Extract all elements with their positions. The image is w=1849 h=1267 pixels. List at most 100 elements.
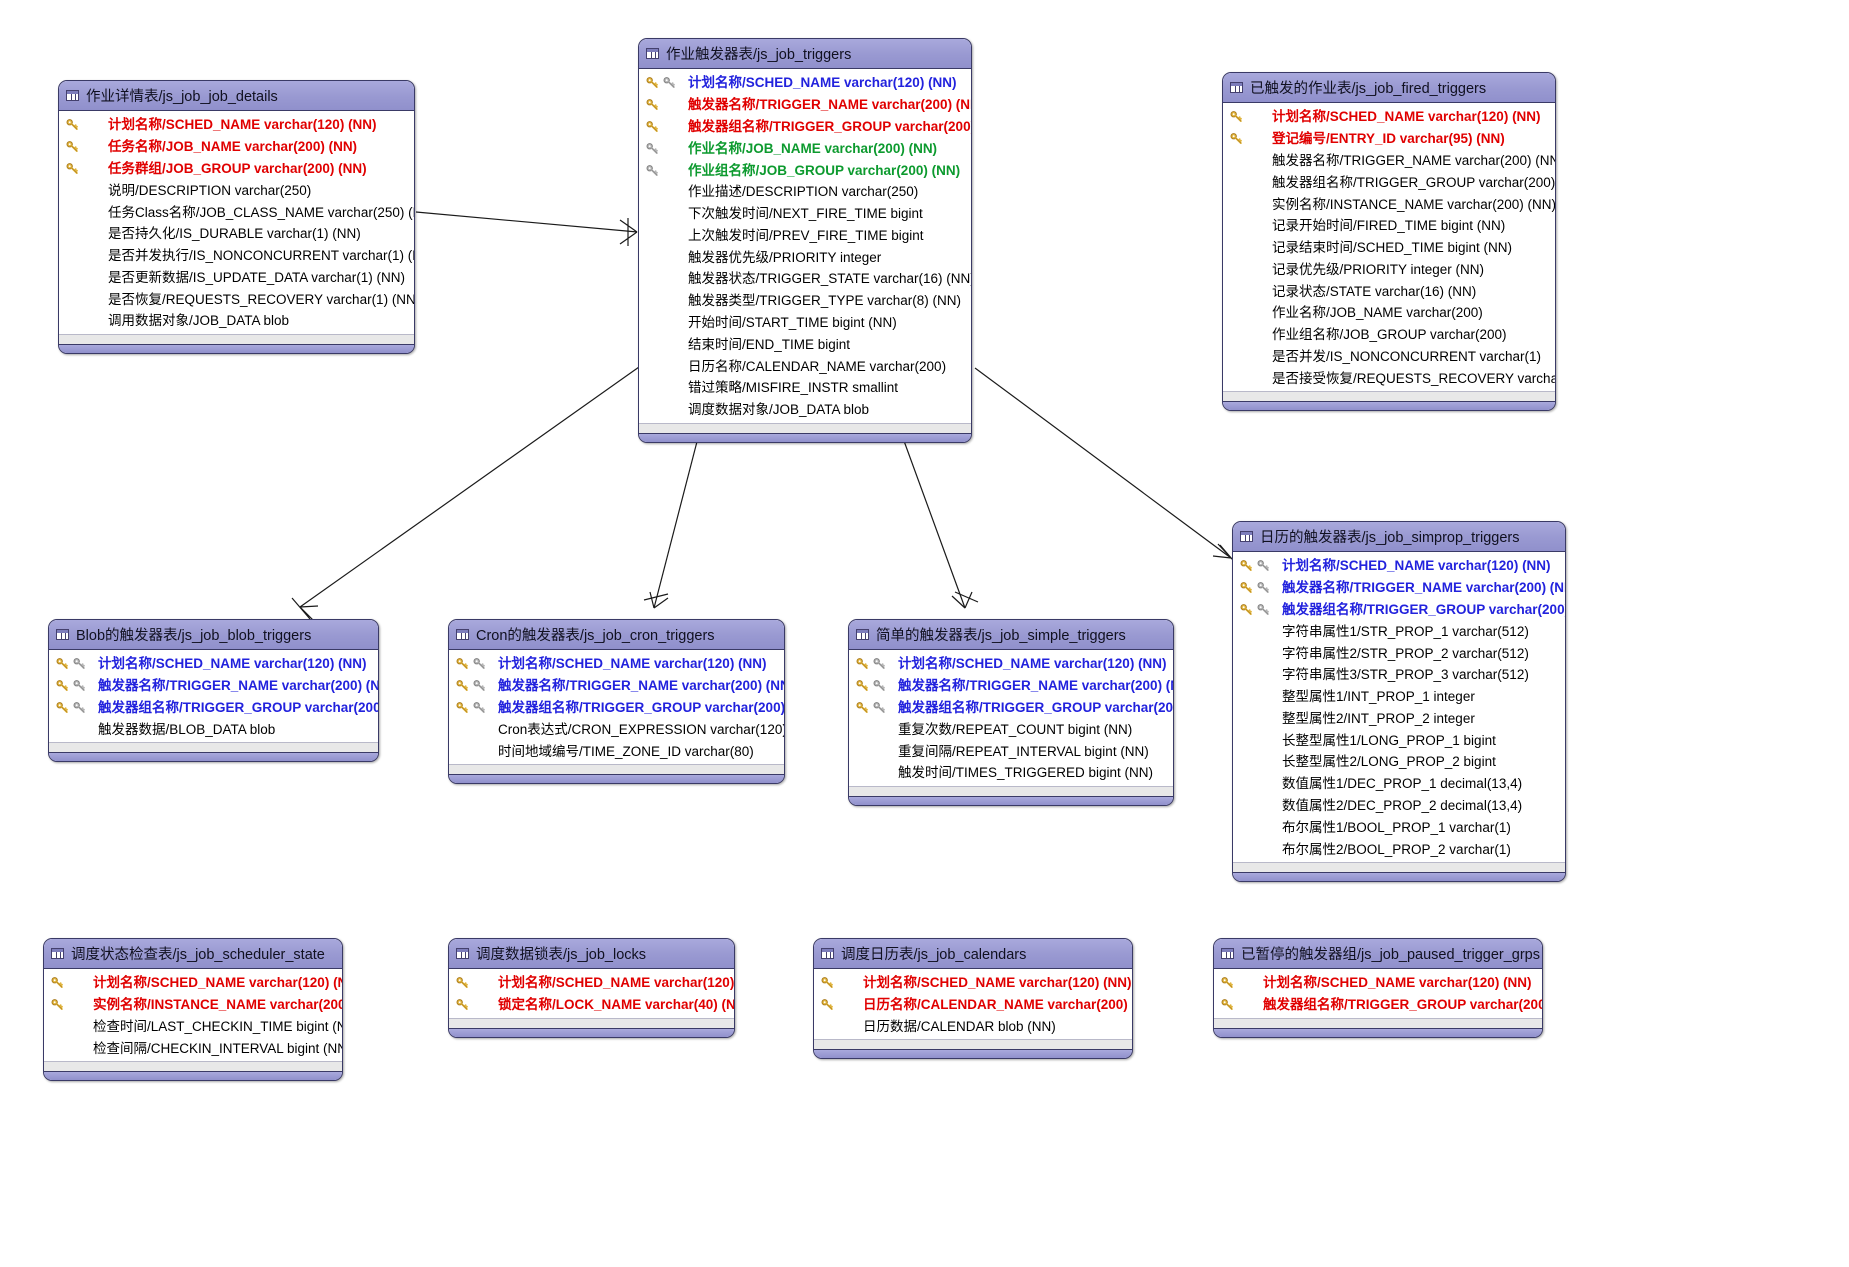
attribute-row[interactable]: 任务Class名称/JOB_CLASS_NAME varchar(250) (N… xyxy=(59,201,414,223)
attribute-row[interactable]: 数值属性2/DEC_PROP_2 decimal(13,4) xyxy=(1233,795,1565,817)
attribute-row[interactable]: 计划名称/SCHED_NAME varchar(120) (NN) xyxy=(449,653,784,675)
attribute-row[interactable]: 布尔属性2/BOOL_PROP_2 varchar(1) xyxy=(1233,838,1565,860)
attribute-row[interactable]: 长整型属性2/LONG_PROP_2 bigint xyxy=(1233,751,1565,773)
attribute-row[interactable]: 计划名称/SCHED_NAME varchar(120) (NN) xyxy=(1233,555,1565,577)
attribute-row[interactable]: 触发器组名称/TRIGGER_GROUP varchar(200) (NN) xyxy=(639,116,971,138)
attribute-row[interactable]: 是否并发执行/IS_NONCONCURRENT varchar(1) (NN) xyxy=(59,245,414,267)
attribute-row[interactable]: 检查时间/LAST_CHECKIN_TIME bigint (NN) xyxy=(44,1016,342,1038)
attribute-row[interactable]: 实例名称/INSTANCE_NAME varchar(200) (NN) xyxy=(44,994,342,1016)
attribute-row[interactable]: 记录状态/STATE varchar(16) (NN) xyxy=(1223,280,1555,302)
attribute-row[interactable]: 触发器组名称/TRIGGER_GROUP varchar(200) (NN) xyxy=(449,697,784,719)
attribute-row[interactable]: 触发器名称/TRIGGER_NAME varchar(200) (NN) xyxy=(639,94,971,116)
attribute-row[interactable]: 整型属性1/INT_PROP_1 integer xyxy=(1233,686,1565,708)
attribute-row[interactable]: 触发器组名称/TRIGGER_GROUP varchar(200) (NN) xyxy=(1223,171,1555,193)
attribute-row[interactable]: 上次触发时间/PREV_FIRE_TIME bigint xyxy=(639,224,971,246)
attribute-row[interactable]: 字符串属性1/STR_PROP_1 varchar(512) xyxy=(1233,620,1565,642)
attribute-row[interactable]: 作业名称/JOB_NAME varchar(200) xyxy=(1223,302,1555,324)
attribute-row[interactable]: 字符串属性3/STR_PROP_3 varchar(512) xyxy=(1233,664,1565,686)
attribute-row[interactable]: 触发器类型/TRIGGER_TYPE varchar(8) (NN) xyxy=(639,290,971,312)
attribute-row[interactable]: 结束时间/END_TIME bigint xyxy=(639,333,971,355)
attribute-row[interactable]: 登记编号/ENTRY_ID varchar(95) (NN) xyxy=(1223,128,1555,150)
attribute-row[interactable]: 长整型属性1/LONG_PROP_1 bigint xyxy=(1233,729,1565,751)
attribute-row[interactable]: 任务群组/JOB_GROUP varchar(200) (NN) xyxy=(59,158,414,180)
attribute-row[interactable]: 日历名称/CALENDAR_NAME varchar(200) xyxy=(639,355,971,377)
attribute-row[interactable]: 触发器名称/TRIGGER_NAME varchar(200) (NN) xyxy=(449,675,784,697)
attribute-row[interactable]: 是否持久化/IS_DURABLE varchar(1) (NN) xyxy=(59,223,414,245)
attribute-row[interactable]: 触发器组名称/TRIGGER_GROUP varchar(200) (NN) xyxy=(1214,994,1542,1016)
attribute-row[interactable]: 是否并发/IS_NONCONCURRENT varchar(1) xyxy=(1223,346,1555,368)
attribute-row[interactable]: 是否接受恢复/REQUESTS_RECOVERY varchar(1) xyxy=(1223,367,1555,389)
attribute-row[interactable]: 任务名称/JOB_NAME varchar(200) (NN) xyxy=(59,136,414,158)
attribute-row[interactable]: 触发器组名称/TRIGGER_GROUP varchar(200) (NN) xyxy=(49,697,378,719)
attribute-row[interactable]: 触发器名称/TRIGGER_NAME varchar(200) (NN) xyxy=(1233,577,1565,599)
attribute-row[interactable]: 触发器数据/BLOB_DATA blob xyxy=(49,718,378,740)
attribute-row[interactable]: 触发时间/TIMES_TRIGGERED bigint (NN) xyxy=(849,762,1173,784)
primary-key-icon xyxy=(66,163,78,174)
attribute-row[interactable]: 重复次数/REPEAT_COUNT bigint (NN) xyxy=(849,718,1173,740)
attribute-row[interactable]: 触发器状态/TRIGGER_STATE varchar(16) (NN) xyxy=(639,268,971,290)
attribute-row[interactable]: 整型属性2/INT_PROP_2 integer xyxy=(1233,707,1565,729)
attribute-row[interactable]: Cron表达式/CRON_EXPRESSION varchar(120) (NN… xyxy=(449,718,784,740)
attribute-row[interactable]: 作业描述/DESCRIPTION varchar(250) xyxy=(639,181,971,203)
attribute-row[interactable]: 计划名称/SCHED_NAME varchar(120) (NN) xyxy=(49,653,378,675)
attribute-row[interactable]: 作业名称/JOB_NAME varchar(200) (NN) xyxy=(639,137,971,159)
attribute-row[interactable]: 字符串属性2/STR_PROP_2 varchar(512) xyxy=(1233,642,1565,664)
attribute-row[interactable]: 记录开始时间/FIRED_TIME bigint (NN) xyxy=(1223,215,1555,237)
attribute-row[interactable]: 是否更新数据/IS_UPDATE_DATA varchar(1) (NN) xyxy=(59,266,414,288)
attribute-row[interactable]: 计划名称/SCHED_NAME varchar(120) (NN) xyxy=(1223,106,1555,128)
attribute-row[interactable]: 触发器优先级/PRIORITY integer xyxy=(639,246,971,268)
attribute-row[interactable]: 时间地域编号/TIME_ZONE_ID varchar(80) xyxy=(449,740,784,762)
attribute-row[interactable]: 触发器组名称/TRIGGER_GROUP varchar(200) (NN) xyxy=(1233,599,1565,621)
attribute-row[interactable]: 触发器名称/TRIGGER_NAME varchar(200) (NN) xyxy=(49,675,378,697)
attribute-row[interactable]: 计划名称/SCHED_NAME varchar(120) (NN) xyxy=(59,114,414,136)
attribute-row[interactable]: 作业组名称/JOB_GROUP varchar(200) xyxy=(1223,324,1555,346)
attribute-row[interactable]: 计划名称/SCHED_NAME varchar(120) (NN) xyxy=(44,972,342,994)
attribute-row[interactable]: 日历名称/CALENDAR_NAME varchar(200) (NN) xyxy=(814,994,1132,1016)
attribute-row[interactable]: 检查间隔/CHECKIN_INTERVAL bigint (NN) xyxy=(44,1037,342,1059)
attribute-row[interactable]: 记录优先级/PRIORITY integer (NN) xyxy=(1223,258,1555,280)
entity-locks[interactable]: 调度数据锁表/js_job_locks 计划名称/SCHED_NAME varch… xyxy=(448,938,735,1038)
attribute-row[interactable]: 触发器组名称/TRIGGER_GROUP varchar(200) (NN) xyxy=(849,697,1173,719)
attribute-row[interactable]: 调用数据对象/JOB_DATA blob xyxy=(59,310,414,332)
attribute-label: 下次触发时间/NEXT_FIRE_TIME bigint xyxy=(688,206,923,222)
table-icon xyxy=(456,629,469,640)
attribute-row[interactable]: 计划名称/SCHED_NAME varchar(120) (NN) xyxy=(1214,972,1542,994)
attribute-row[interactable]: 计划名称/SCHED_NAME varchar(120) (NN) xyxy=(449,972,734,994)
attribute-label: 长整型属性2/LONG_PROP_2 bigint xyxy=(1282,754,1496,770)
attribute-row[interactable]: 开始时间/START_TIME bigint (NN) xyxy=(639,312,971,334)
attribute-row[interactable]: 计划名称/SCHED_NAME varchar(120) (NN) xyxy=(639,72,971,94)
attribute-row[interactable]: 锁定名称/LOCK_NAME varchar(40) (NN) xyxy=(449,994,734,1016)
attribute-row[interactable]: 计划名称/SCHED_NAME varchar(120) (NN) xyxy=(849,653,1173,675)
attribute-row[interactable]: 是否恢复/REQUESTS_RECOVERY varchar(1) (NN) xyxy=(59,288,414,310)
attribute-row[interactable]: 实例名称/INSTANCE_NAME varchar(200) (NN) xyxy=(1223,193,1555,215)
attribute-row[interactable]: 错过策略/MISFIRE_INSTR smallint xyxy=(639,377,971,399)
attribute-row[interactable]: 数值属性1/DEC_PROP_1 decimal(13,4) xyxy=(1233,773,1565,795)
attribute-row[interactable]: 触发器名称/TRIGGER_NAME varchar(200) (NN) xyxy=(849,675,1173,697)
attribute-label: 布尔属性2/BOOL_PROP_2 varchar(1) xyxy=(1282,841,1511,857)
foreign-key-icon xyxy=(1257,604,1269,615)
attribute-label: 长整型属性1/LONG_PROP_1 bigint xyxy=(1282,732,1496,748)
attribute-row[interactable]: 作业组名称/JOB_GROUP varchar(200) (NN) xyxy=(639,159,971,181)
attribute-row[interactable]: 重复间隔/REPEAT_INTERVAL bigint (NN) xyxy=(849,740,1173,762)
attribute-row[interactable]: 调度数据对象/JOB_DATA blob xyxy=(639,399,971,421)
attribute-row[interactable]: 日历数据/CALENDAR blob (NN) xyxy=(814,1016,1132,1038)
entity-title-label: 调度数据锁表/js_job_locks xyxy=(476,947,647,963)
attribute-row[interactable]: 计划名称/SCHED_NAME varchar(120) (NN) xyxy=(814,972,1132,994)
table-icon xyxy=(646,48,659,59)
attribute-row[interactable]: 下次触发时间/NEXT_FIRE_TIME bigint xyxy=(639,203,971,225)
attribute-row[interactable]: 布尔属性1/BOOL_PROP_1 varchar(1) xyxy=(1233,816,1565,838)
attribute-row[interactable]: 触发器名称/TRIGGER_NAME varchar(200) (NN) xyxy=(1223,150,1555,172)
attribute-row[interactable]: 说明/DESCRIPTION varchar(250) xyxy=(59,179,414,201)
entity-attributes-calendars: 计划名称/SCHED_NAME varchar(120) (NN)日历名称/CA… xyxy=(814,969,1132,1040)
attribute-row[interactable]: 记录结束时间/SCHED_TIME bigint (NN) xyxy=(1223,237,1555,259)
